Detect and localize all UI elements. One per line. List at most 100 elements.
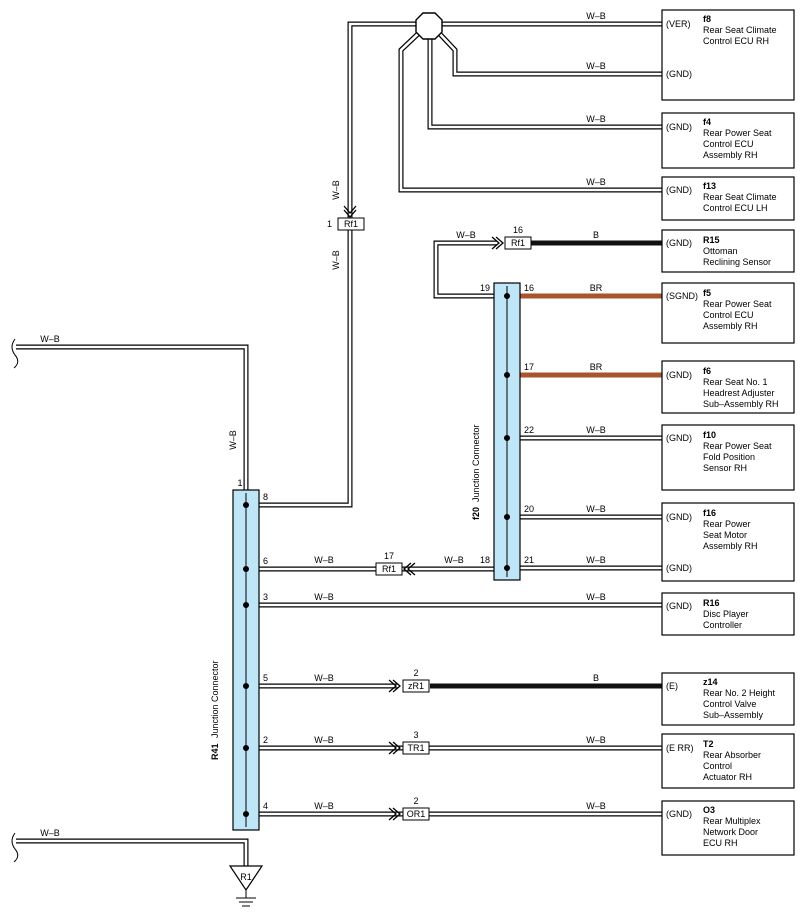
pin-numbers: 1 16 17 2 3 2 1 8 6 3 5 2 4 19 18 16 17 …	[237, 219, 534, 811]
svg-text:Rf1: Rf1	[511, 238, 525, 248]
svg-text:20: 20	[524, 504, 534, 514]
svg-text:Rear No. 2 Height: Rear No. 2 Height	[703, 688, 776, 698]
component-f6: (GND) f6 Rear Seat No. 1 Headrest Adjust…	[661, 360, 795, 414]
svg-text:OR1: OR1	[407, 809, 426, 819]
svg-text:Rear Seat Climate: Rear Seat Climate	[703, 25, 777, 35]
svg-text:Sub–Assembly: Sub–Assembly	[703, 710, 764, 720]
component-r15: (GND) R15 Ottoman Reclining Sensor	[661, 229, 795, 273]
svg-text:(GND): (GND)	[666, 69, 692, 79]
junction-dots	[243, 293, 510, 817]
svg-text:W–B: W–B	[314, 801, 334, 811]
svg-text:W–B: W–B	[40, 828, 60, 838]
svg-text:f16: f16	[703, 508, 716, 518]
svg-text:Control ECU: Control ECU	[703, 310, 754, 320]
svg-text:Reclining Sensor: Reclining Sensor	[703, 257, 771, 267]
splice-hub	[415, 12, 443, 40]
component-z14: (E) z14 Rear No. 2 Height Control Valve …	[661, 672, 795, 726]
svg-text:W–B: W–B	[228, 430, 238, 450]
svg-text:Headrest Adjuster: Headrest Adjuster	[703, 388, 775, 398]
svg-text:Rear Absorber: Rear Absorber	[703, 750, 761, 760]
svg-text:R1: R1	[240, 872, 252, 882]
svg-text:Rear Power Seat: Rear Power Seat	[703, 299, 772, 309]
svg-text:Rear Power Seat: Rear Power Seat	[703, 441, 772, 451]
svg-text:O3: O3	[703, 805, 715, 815]
junction-label-r41: R41 Junction Connector	[210, 660, 220, 760]
svg-text:W–B: W–B	[40, 334, 60, 344]
svg-text:B: B	[593, 230, 599, 240]
svg-text:W–B: W–B	[314, 673, 334, 683]
svg-text:21: 21	[524, 555, 534, 565]
splice-rf1-mid: Rf1	[375, 562, 403, 576]
svg-text:1: 1	[237, 478, 242, 488]
svg-text:Control ECU LH: Control ECU LH	[703, 203, 768, 213]
splice-zr1: zR1	[402, 679, 430, 693]
splice-rf1-vertical: Rf1	[337, 217, 365, 231]
component-f5: (SGND) f5 Rear Power Seat Control ECU As…	[661, 282, 795, 344]
svg-text:16: 16	[524, 283, 534, 293]
svg-text:TR1: TR1	[407, 743, 424, 753]
svg-text:W–B: W–B	[444, 555, 464, 565]
component-r16: (GND) R16 Disc Player Controller	[661, 592, 795, 636]
svg-text:(GND): (GND)	[666, 370, 692, 380]
svg-text:16: 16	[513, 225, 523, 235]
component-f13: (GND) f13 Rear Seat Climate Control ECU …	[661, 176, 795, 221]
svg-text:Assembly RH: Assembly RH	[703, 541, 758, 551]
svg-text:f4: f4	[703, 117, 711, 127]
svg-text:18: 18	[480, 555, 490, 565]
svg-text:22: 22	[524, 425, 534, 435]
svg-text:17: 17	[524, 362, 534, 372]
svg-text:3: 3	[263, 592, 268, 602]
svg-text:W–B: W–B	[314, 735, 334, 745]
svg-text:Rear Multiplex: Rear Multiplex	[703, 816, 761, 826]
svg-text:W–B: W–B	[586, 11, 606, 21]
svg-text:W–B: W–B	[331, 180, 341, 200]
junction-label-f20: f20 Junction Connector	[471, 424, 481, 520]
svg-text:Fold Position: Fold Position	[703, 452, 755, 462]
svg-text:W–B: W–B	[586, 61, 606, 71]
svg-text:2: 2	[413, 668, 418, 678]
svg-text:(E): (E)	[666, 681, 678, 691]
svg-text:f8: f8	[703, 14, 711, 24]
svg-text:f20: f20	[471, 507, 481, 520]
svg-text:W–B: W–B	[586, 177, 606, 187]
svg-text:W–B: W–B	[456, 230, 476, 240]
svg-text:8: 8	[263, 492, 268, 502]
solid-wires	[430, 240, 662, 689]
svg-text:Ottoman: Ottoman	[703, 246, 738, 256]
svg-text:(GND): (GND)	[666, 122, 692, 132]
svg-text:5: 5	[263, 673, 268, 683]
svg-text:(GND): (GND)	[666, 185, 692, 195]
wire-break-mark-bottom	[11, 832, 19, 863]
svg-text:(GND): (GND)	[666, 433, 692, 443]
svg-text:W–B: W–B	[586, 735, 606, 745]
splice-rf1-top: Rf1	[504, 236, 532, 250]
svg-text:2: 2	[263, 735, 268, 745]
svg-text:1: 1	[327, 219, 332, 229]
svg-text:2: 2	[413, 796, 418, 806]
wire-break-mark-top	[11, 338, 19, 369]
svg-text:Control: Control	[703, 761, 732, 771]
svg-text:Junction Connector: Junction Connector	[471, 424, 481, 502]
svg-text:W–B: W–B	[586, 801, 606, 811]
svg-text:R15: R15	[703, 235, 720, 245]
wire-labels: W–B W–B W–B W–B W–B W–B W–B B BR BR W–B …	[40, 11, 606, 838]
ground-point-r1: R1	[228, 865, 264, 907]
svg-text:Rear Seat No. 1: Rear Seat No. 1	[703, 377, 768, 387]
svg-text:(GND): (GND)	[666, 809, 692, 819]
svg-text:Control ECU RH: Control ECU RH	[703, 36, 769, 46]
svg-text:Controller: Controller	[703, 620, 742, 630]
svg-text:19: 19	[480, 283, 490, 293]
component-f10: (GND) f10 Rear Power Seat Fold Position …	[661, 424, 795, 491]
svg-text:W–B: W–B	[586, 425, 606, 435]
svg-text:Control ECU: Control ECU	[703, 139, 754, 149]
svg-text:Rf1: Rf1	[344, 219, 358, 229]
component-f16: (GND) (GND) f16 Rear Power Seat Motor As…	[661, 502, 795, 582]
svg-text:(E RR): (E RR)	[666, 743, 694, 753]
svg-text:W–B: W–B	[314, 592, 334, 602]
svg-text:R16: R16	[703, 598, 720, 608]
svg-text:T2: T2	[703, 739, 714, 749]
splice-tr1: TR1	[402, 741, 430, 755]
svg-text:z14: z14	[703, 677, 718, 687]
svg-text:f5: f5	[703, 288, 711, 298]
